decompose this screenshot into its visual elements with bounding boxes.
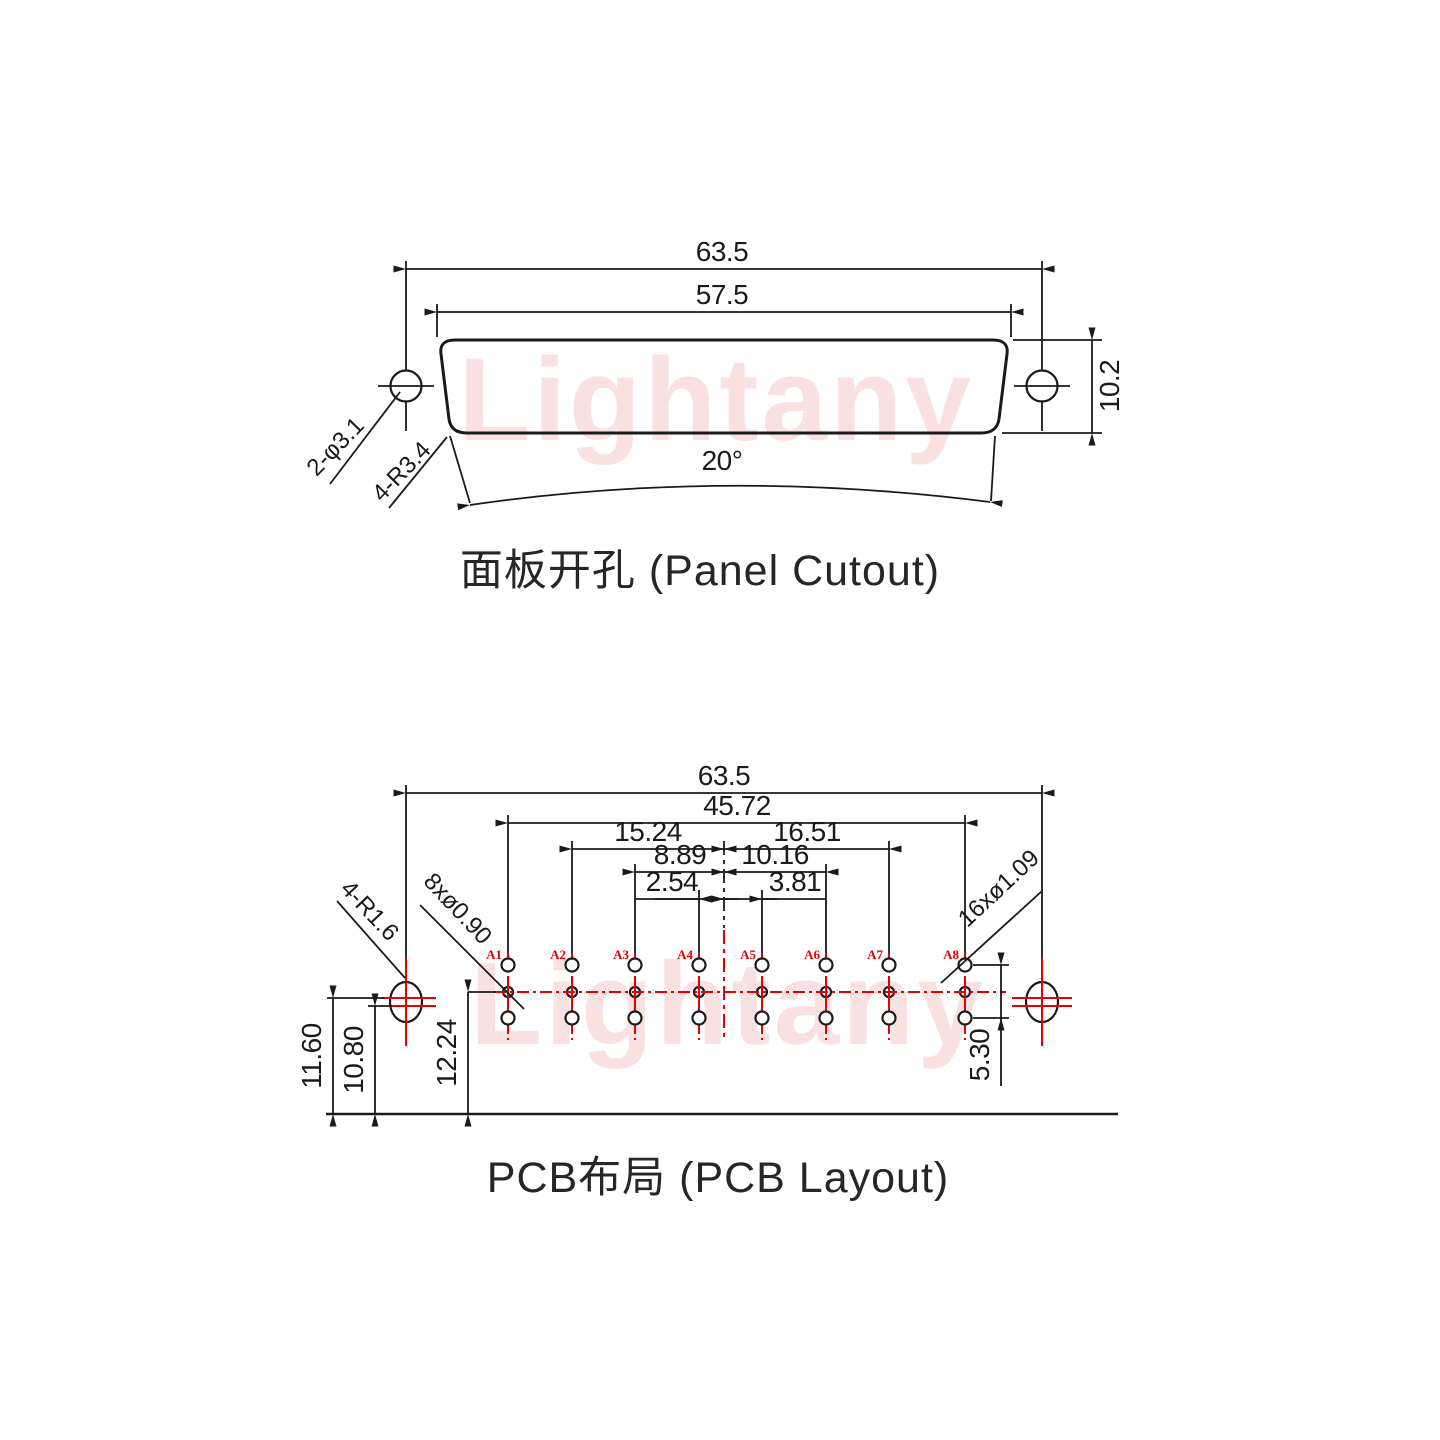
panel-angle-arc — [457, 484, 1003, 511]
panel-dim-20deg: 20° — [702, 445, 743, 476]
panel-dim-57-5: 57.5 — [696, 279, 749, 310]
pcb-dim-10-80: 10.80 — [338, 1026, 369, 1094]
panel-label-radius: 4-R3.4 — [367, 436, 436, 507]
shield-hole-bottom — [627, 1010, 643, 1026]
pin-label: A6 — [804, 947, 820, 962]
pin-label: A7 — [867, 947, 883, 962]
pcb-dim-11-60: 11.60 — [296, 1023, 327, 1089]
pcb-dim-15-24: 15.24 — [614, 816, 682, 847]
shield-hole-top — [564, 957, 580, 973]
pcb-title: PCB布局 (PCB Layout) — [487, 1154, 949, 1202]
pin-label: A3 — [613, 947, 629, 962]
pcb-leader-shield-holes — [940, 890, 1043, 984]
panel-angle-line-right — [990, 435, 996, 502]
pcb-leader-signal-holes — [419, 904, 525, 1010]
panel-title: 面板开孔 (Panel Cutout) — [460, 547, 940, 595]
pin-label: A5 — [740, 947, 756, 962]
shield-hole-top — [500, 957, 516, 973]
panel-leader-radius — [388, 436, 448, 509]
shield-hole-top — [818, 957, 834, 973]
pcb-dim-5-30: 5.30 — [964, 1029, 995, 1082]
panel-dim-10-2: 10.2 — [1094, 360, 1125, 413]
pcb-dim-16-51: 16.51 — [773, 816, 841, 847]
pcb-dim-2-54: 2.54 — [646, 866, 699, 897]
pin-column: A5 — [740, 890, 770, 1040]
shield-hole-top — [754, 957, 770, 973]
shield-hole-top — [691, 957, 707, 973]
pin-label: A4 — [677, 947, 693, 962]
pin-label: A1 — [486, 947, 502, 962]
shield-hole-bottom — [957, 1010, 973, 1026]
panel-cutout-outline — [439, 338, 1009, 435]
pin-label: A8 — [943, 947, 959, 962]
shield-hole-top — [627, 957, 643, 973]
shield-hole-bottom — [754, 1010, 770, 1026]
shield-hole-top — [881, 957, 897, 973]
pcb-dim-45-72: 45.72 — [703, 790, 771, 821]
watermark-bottom: Lightany — [470, 938, 986, 1070]
pcb-label-signal-holes: 8xø0.90 — [418, 868, 497, 950]
pcb-leader-mount-radius — [336, 900, 406, 979]
watermark-top: Lightany — [458, 334, 974, 466]
panel-leader-holes — [329, 391, 401, 485]
panel-label-holes: 2-φ3.1 — [301, 412, 369, 481]
shield-hole-bottom — [881, 1010, 897, 1026]
pcb-label-shield-holes: 16xø1.09 — [953, 845, 1045, 933]
pin-column: A6 — [804, 864, 834, 1040]
shield-hole-bottom — [500, 1010, 516, 1026]
shield-hole-bottom — [818, 1010, 834, 1026]
pcb-dim-3-81: 3.81 — [769, 866, 822, 897]
pcb-dim-10-16: 10.16 — [741, 839, 809, 870]
pcb-dim-63-5: 63.5 — [698, 760, 751, 791]
shield-hole-bottom — [564, 1010, 580, 1026]
pin-column: A1 — [486, 815, 516, 1040]
pcb-dim-8-89: 8.89 — [654, 839, 707, 870]
pcb-dim-12-24: 12.24 — [431, 1019, 462, 1087]
panel-dim-63-5: 63.5 — [696, 236, 749, 267]
pin-label: A2 — [550, 947, 566, 962]
pin-column: A4 — [677, 890, 707, 1040]
panel-angle-line-left — [449, 435, 471, 504]
shield-hole-bottom — [691, 1010, 707, 1026]
shield-hole-top — [957, 957, 973, 973]
pin-column: A2 — [550, 841, 580, 1040]
